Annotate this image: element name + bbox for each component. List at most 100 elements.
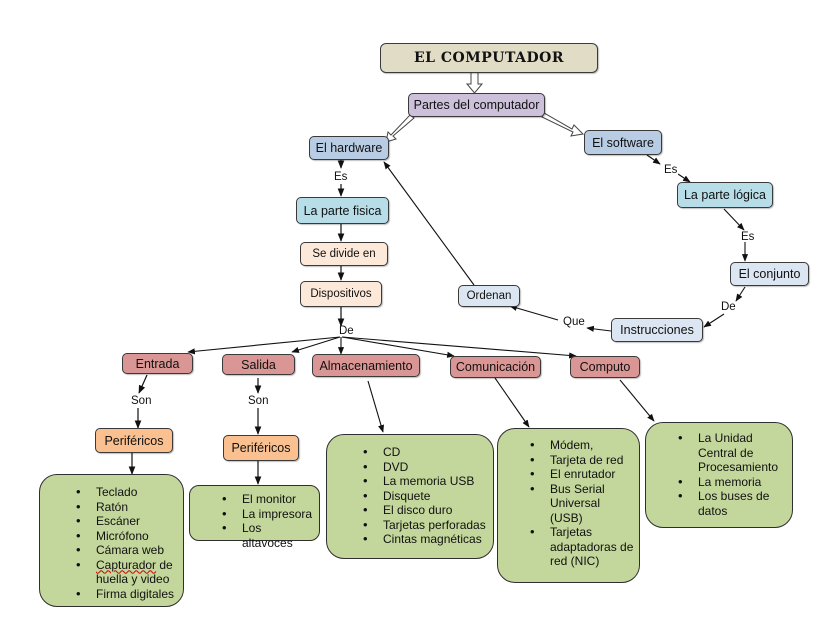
list-computo: La Unidad Central de ProcesamientoLa mem… [676,431,788,518]
link-label-entrada-son: Son [130,395,153,408]
list-almacenamiento: CDDVDLa memoria USBDisqueteEl disco duro… [361,445,489,547]
list-item: Los altavoces [220,521,315,550]
title-node: EL COMPUTADOR [380,43,598,73]
node-label: Dispositivos [310,288,372,300]
list-item: La memoria USB [361,474,489,489]
list-item: Escáner [74,514,177,529]
list-item: DVD [361,460,489,475]
edge-computo-list [619,379,655,422]
edge-de-computo [341,336,577,359]
list-box-comunicacion: Módem,Tarjeta de redEl enrutadorBus Seri… [497,428,640,583]
list-item: Micrófono [74,529,177,544]
node-label: Periféricos [104,433,164,448]
node-label: Ordenan [466,290,512,302]
title-text: EL COMPUTADOR [414,50,564,66]
node-label: El software [592,135,654,150]
node-partes-computador: Partes del computador [408,93,545,117]
link-label-hw-es: Es [333,171,349,184]
node-label: Entrada [135,356,180,371]
list-item: Ratón [74,500,177,515]
list-item: El disco duro [361,503,489,518]
edge-que-ordenan [509,304,559,321]
node-label: La parte fisica [303,203,382,218]
list-item: La Unidad Central de Procesamiento [676,431,788,475]
node-label: Computo [579,360,631,374]
node-ordenan: Ordenan [458,285,520,307]
list-item: Cámara web [74,543,177,558]
hollow-arrow-partes-software [541,112,585,137]
node-software: El software [584,130,662,155]
list-box-computo: La Unidad Central de ProcesamientoLa mem… [645,422,793,528]
node-comunicacion: Comunicación [450,356,541,378]
edge-entrada-son [138,374,148,394]
link-label-conjunto-de: De [721,301,736,313]
link-label-logica-es: Es [741,231,755,243]
node-entrada: Entrada [122,353,193,374]
node-dispositivos: Dispositivos [300,281,382,307]
link-label-salida-son: Son [247,395,270,408]
node-hardware: El hardware [309,136,389,160]
list-item: Módem, [528,438,635,453]
edge-ordenan-hardware [383,161,475,286]
link-label-instr-que: Que [562,316,586,329]
edge-instrucciones-que [586,325,612,332]
node-parte-logica: La parte lógica [677,182,773,208]
edge-conjunto-de [735,286,746,302]
node-label: La parte lógica [683,188,766,202]
edge-de-comunicacion [341,336,455,358]
edge-de-instrucciones [703,313,725,328]
list-item: CD [361,445,489,460]
node-label: El hardware [315,141,383,155]
list-item: Bus Serial Universal (USB) [528,482,635,526]
node-label: Instrucciones [620,323,694,337]
list-item: Disquete [361,489,489,504]
node-label: Comunicación [455,360,536,374]
node-label: Salida [241,357,276,372]
edge-de-salida [291,336,341,353]
edge-software-es [646,154,661,165]
node-label: Partes del computador [413,98,540,112]
list-item: La impresora [220,507,315,522]
edge-comunicacion-list [494,377,530,428]
node-parte-fisica: La parte fisica [296,197,389,224]
list-item: Firma digitales [74,587,177,602]
edge-es-parte-logica [677,173,691,183]
node-se-divide-en: Se divide en [300,242,388,266]
node-salida: Salida [222,354,295,375]
list-box-almacenamiento: CDDVDLa memoria USBDisqueteEl disco duro… [326,434,494,559]
list-item: Teclado [74,485,177,500]
list-salida: El monitorLa impresoraLos altavoces [220,492,315,550]
node-label: El conjunto [738,267,801,281]
list-item: Cintas magnéticas [361,532,489,547]
list-comunicacion: Módem,Tarjeta de redEl enrutadorBus Seri… [528,438,635,569]
list-entrada: TecladoRatónEscánerMicrófonoCámara webCa… [74,485,177,601]
edge-de-entrada [187,336,341,355]
list-item: Los buses de datos [676,489,788,518]
hollow-arrow-partes-hardware [385,114,415,143]
link-label-disp-de: De [339,325,354,337]
list-item: El enrutador [528,467,635,482]
node-almacenamiento: Almacenamiento [312,354,420,377]
list-item: Capturador de huella y video [74,558,177,587]
node-perifericos-entrada: Periféricos [95,428,173,453]
list-item: Tarjeta de red [528,453,635,468]
list-item: Tarjetas adaptadoras de red (NIC) [528,525,635,569]
node-perifericos-salida: Periféricos [223,435,299,461]
node-conjunto: El conjunto [730,262,809,286]
node-instrucciones: Instrucciones [611,318,703,342]
edge-parte-logica-es [723,208,745,231]
node-label: Almacenamiento [319,358,413,373]
node-label: Se divide en [312,248,376,260]
list-item: La memoria [676,475,788,490]
list-box-entrada: TecladoRatónEscánerMicrófonoCámara webCa… [39,474,184,607]
list-box-salida: El monitorLa impresoraLos altavoces [189,485,320,550]
node-label: Periféricos [231,441,291,455]
node-computo: Computo [570,356,640,378]
hollow-arrow-title-partes [465,71,484,94]
list-item: Tarjetas perforadas [361,518,489,533]
list-item: El monitor [220,492,315,507]
edge-almacenamiento-list [367,380,384,433]
link-label-sw-es: Es [663,164,679,177]
